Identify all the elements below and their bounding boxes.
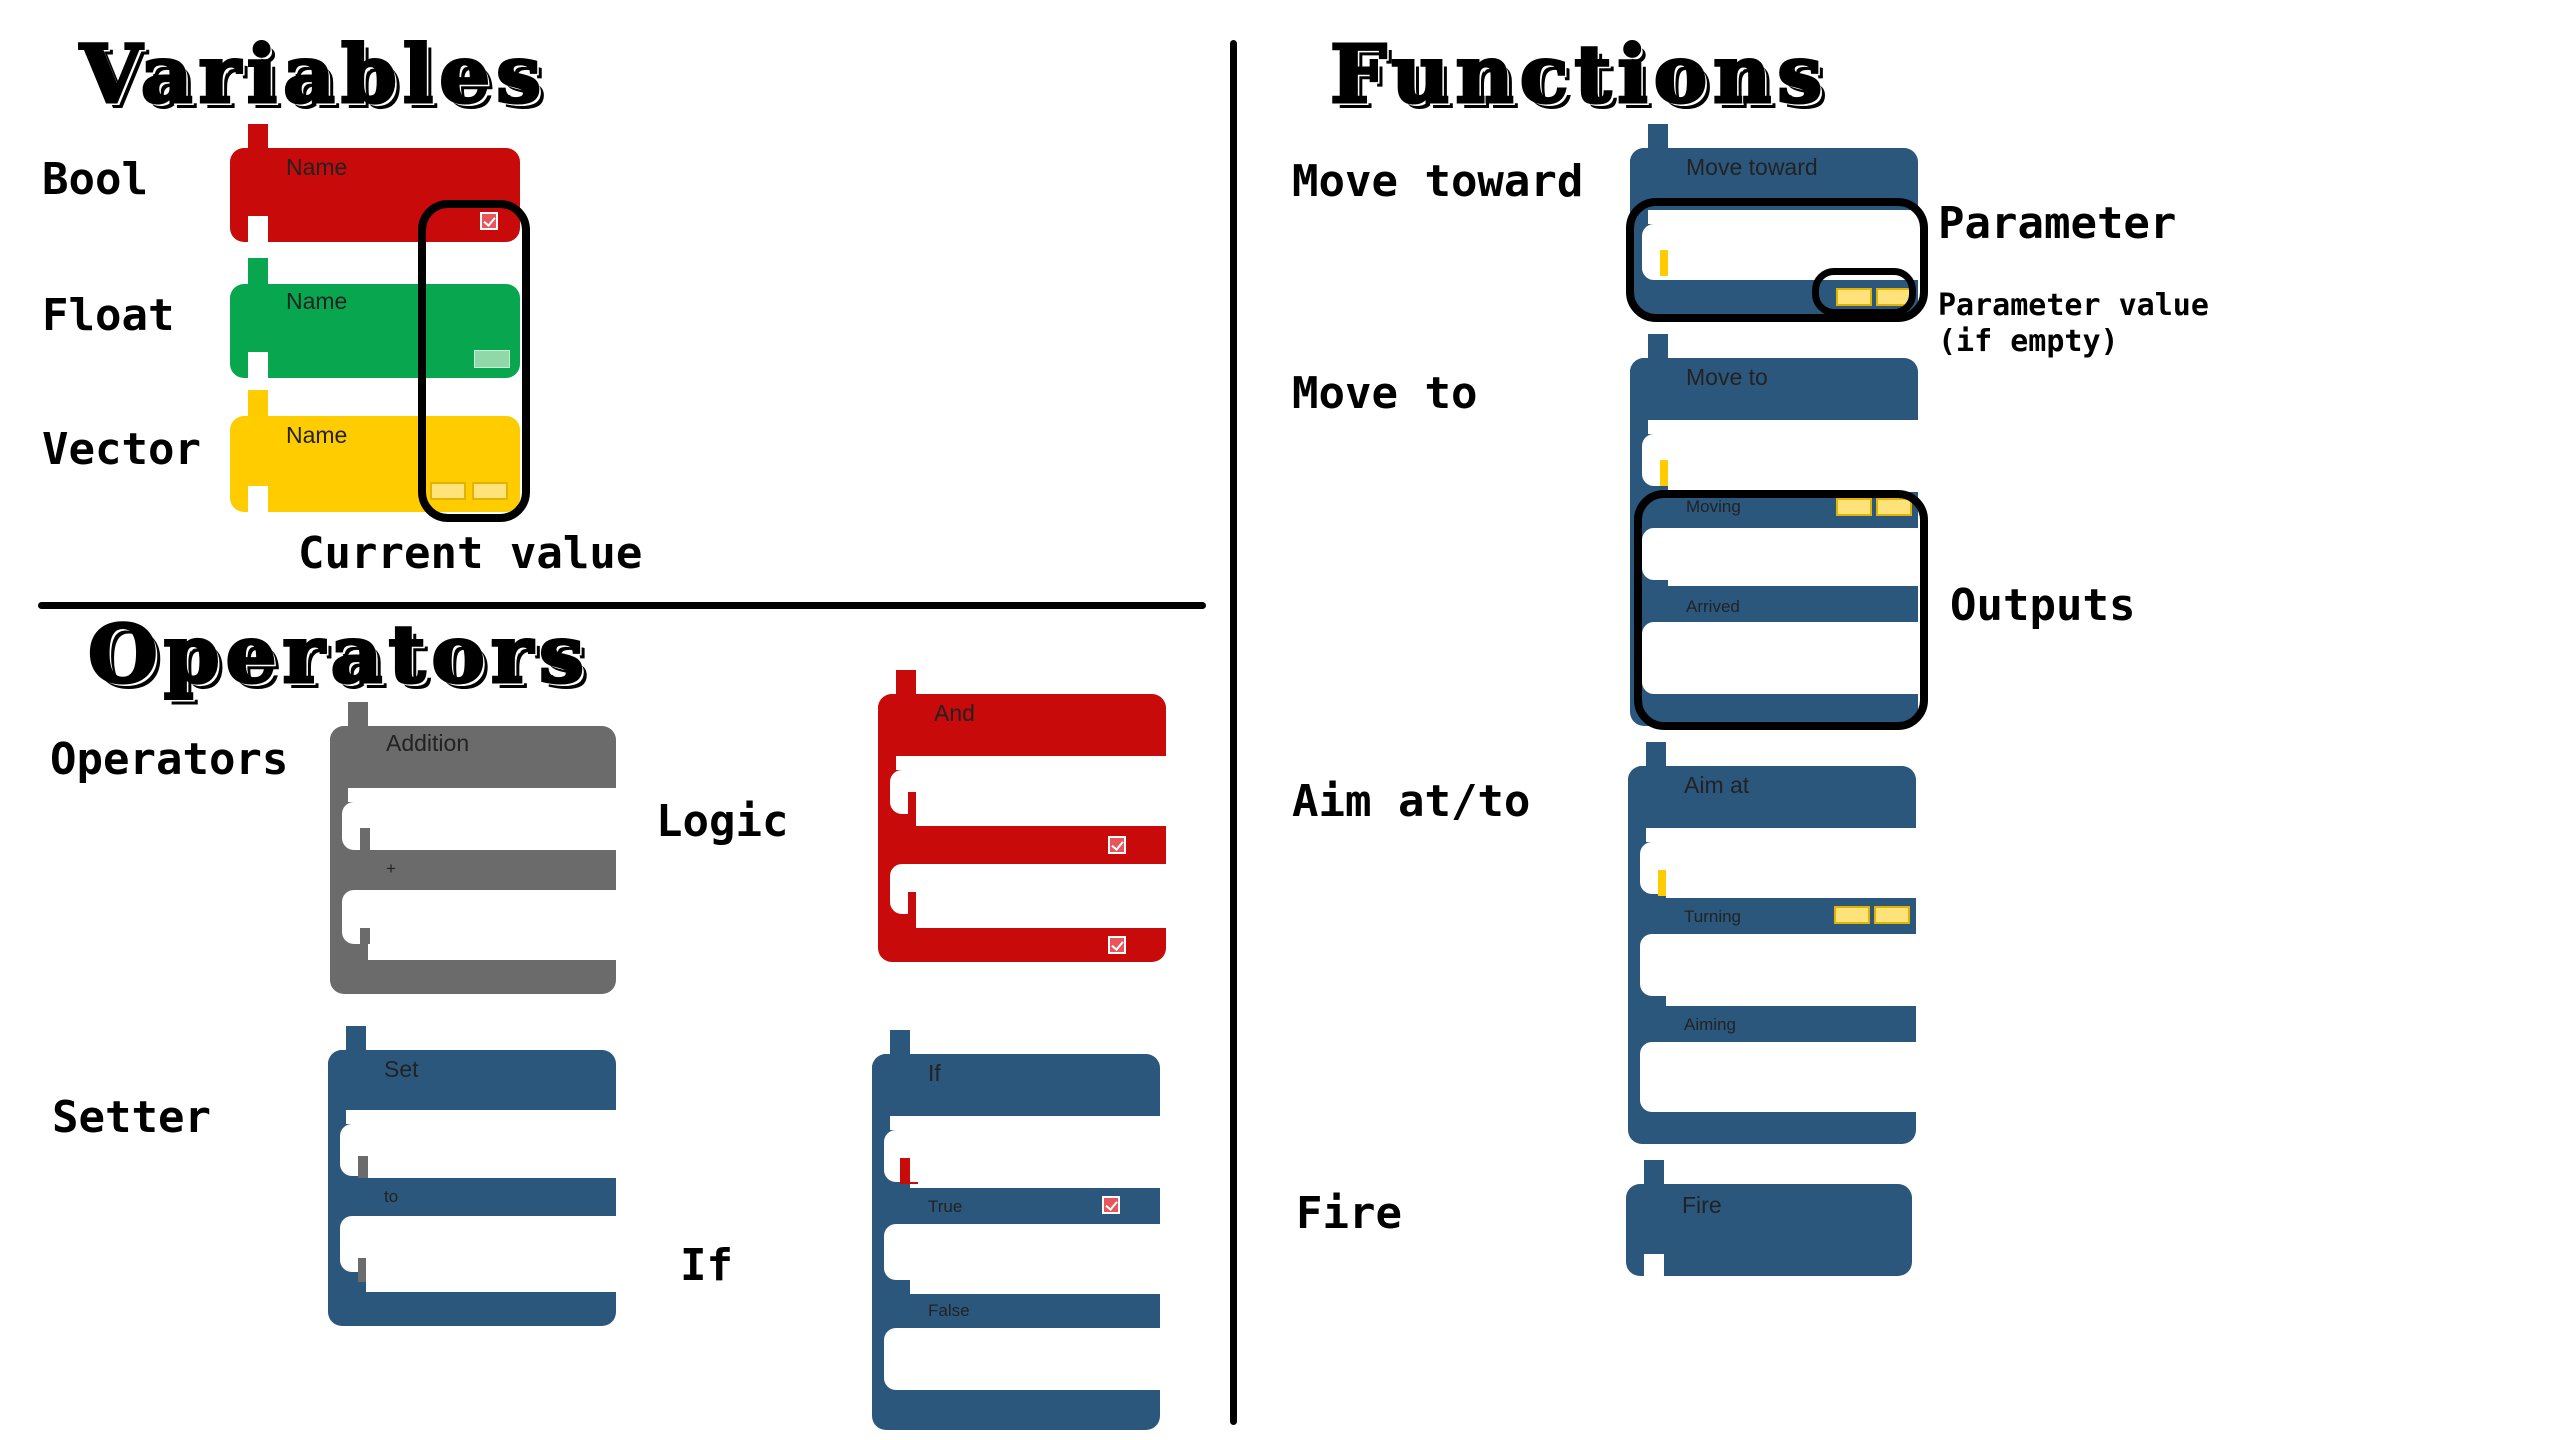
logic-label: Logic: [656, 796, 789, 847]
parameter-note: Parameter: [1938, 198, 2177, 249]
and-title: And: [934, 700, 975, 726]
float-block[interactable]: Name: [230, 258, 520, 378]
move-to-moving-x[interactable]: [1836, 498, 1872, 516]
variables-title: Variables: [78, 27, 548, 121]
aim-block[interactable]: Turning Aiming Aim at: [1628, 742, 1916, 1144]
move-to-label: Move to: [1292, 368, 1478, 419]
functions-title: Functions: [1328, 27, 1829, 121]
move-to-block[interactable]: Moving Arrived Move to: [1630, 334, 1918, 726]
current-value-note: Current value: [298, 528, 643, 579]
aim-out1: Turning: [1684, 907, 1742, 926]
float-name: Name: [286, 288, 348, 314]
move-toward-label: Move toward: [1292, 156, 1584, 207]
operators-label: Operators: [50, 734, 289, 785]
fire-title: Fire: [1682, 1192, 1722, 1218]
vertical-divider: [1230, 40, 1237, 1425]
if-title: If: [928, 1060, 941, 1086]
aim-out2: Aiming: [1684, 1015, 1736, 1034]
fire-label: Fire: [1296, 1188, 1402, 1239]
move-toward-title: Move toward: [1686, 154, 1818, 180]
outputs-note: Outputs: [1950, 580, 2136, 631]
vector-y-field[interactable]: [472, 482, 508, 500]
if-block[interactable]: True False If: [872, 1030, 1160, 1430]
and-input2-checkbox[interactable]: [1108, 936, 1126, 954]
outputs-outline: [1634, 490, 1928, 730]
bool-block[interactable]: Name: [230, 124, 520, 242]
parameter-outline: [1626, 198, 1928, 322]
aim-label: Aim at/to: [1292, 776, 1531, 827]
aim-turning-y[interactable]: [1874, 906, 1910, 924]
fire-block[interactable]: Fire: [1626, 1160, 1912, 1276]
bool-checkbox[interactable]: [480, 212, 498, 230]
parameter-value-note2: (if empty): [1938, 324, 2119, 359]
aim-turning-x[interactable]: [1834, 906, 1870, 924]
addition-block[interactable]: + Addition: [330, 702, 616, 994]
set-block[interactable]: to Set: [328, 1026, 616, 1326]
horizontal-divider: [38, 602, 1206, 609]
bool-name: Name: [286, 154, 348, 180]
parameter-value-note: Parameter value: [1938, 288, 2209, 323]
if-true-label: True: [928, 1197, 963, 1216]
set-row-label: to: [384, 1187, 399, 1206]
bool-label: Bool: [42, 154, 148, 205]
move-to-out1: Moving: [1686, 497, 1741, 516]
move-to-out2: Arrived: [1686, 597, 1740, 616]
setter-label: Setter: [52, 1092, 211, 1143]
move-to-title: Move to: [1686, 364, 1768, 390]
addition-title: Addition: [386, 730, 470, 756]
current-value-outline: [418, 200, 530, 522]
vector-label: Vector: [42, 424, 201, 475]
float-value-field[interactable]: [474, 350, 510, 368]
if-false-label: False: [928, 1301, 970, 1320]
and-block[interactable]: And: [878, 670, 1166, 962]
move-toward-param-x[interactable]: [1836, 288, 1872, 306]
vector-block[interactable]: Name: [230, 390, 520, 512]
set-title: Set: [384, 1056, 419, 1082]
operators-title: Operators: [86, 607, 591, 701]
parameter-value-outline: [1812, 268, 1916, 316]
if-label: If: [680, 1240, 733, 1291]
aim-title: Aim at: [1684, 772, 1750, 798]
and-input1-checkbox[interactable]: [1108, 836, 1126, 854]
addition-row-label: +: [386, 859, 396, 878]
vector-name: Name: [286, 422, 348, 448]
if-condition-checkbox[interactable]: [1102, 1196, 1120, 1214]
float-label: Float: [42, 290, 175, 341]
